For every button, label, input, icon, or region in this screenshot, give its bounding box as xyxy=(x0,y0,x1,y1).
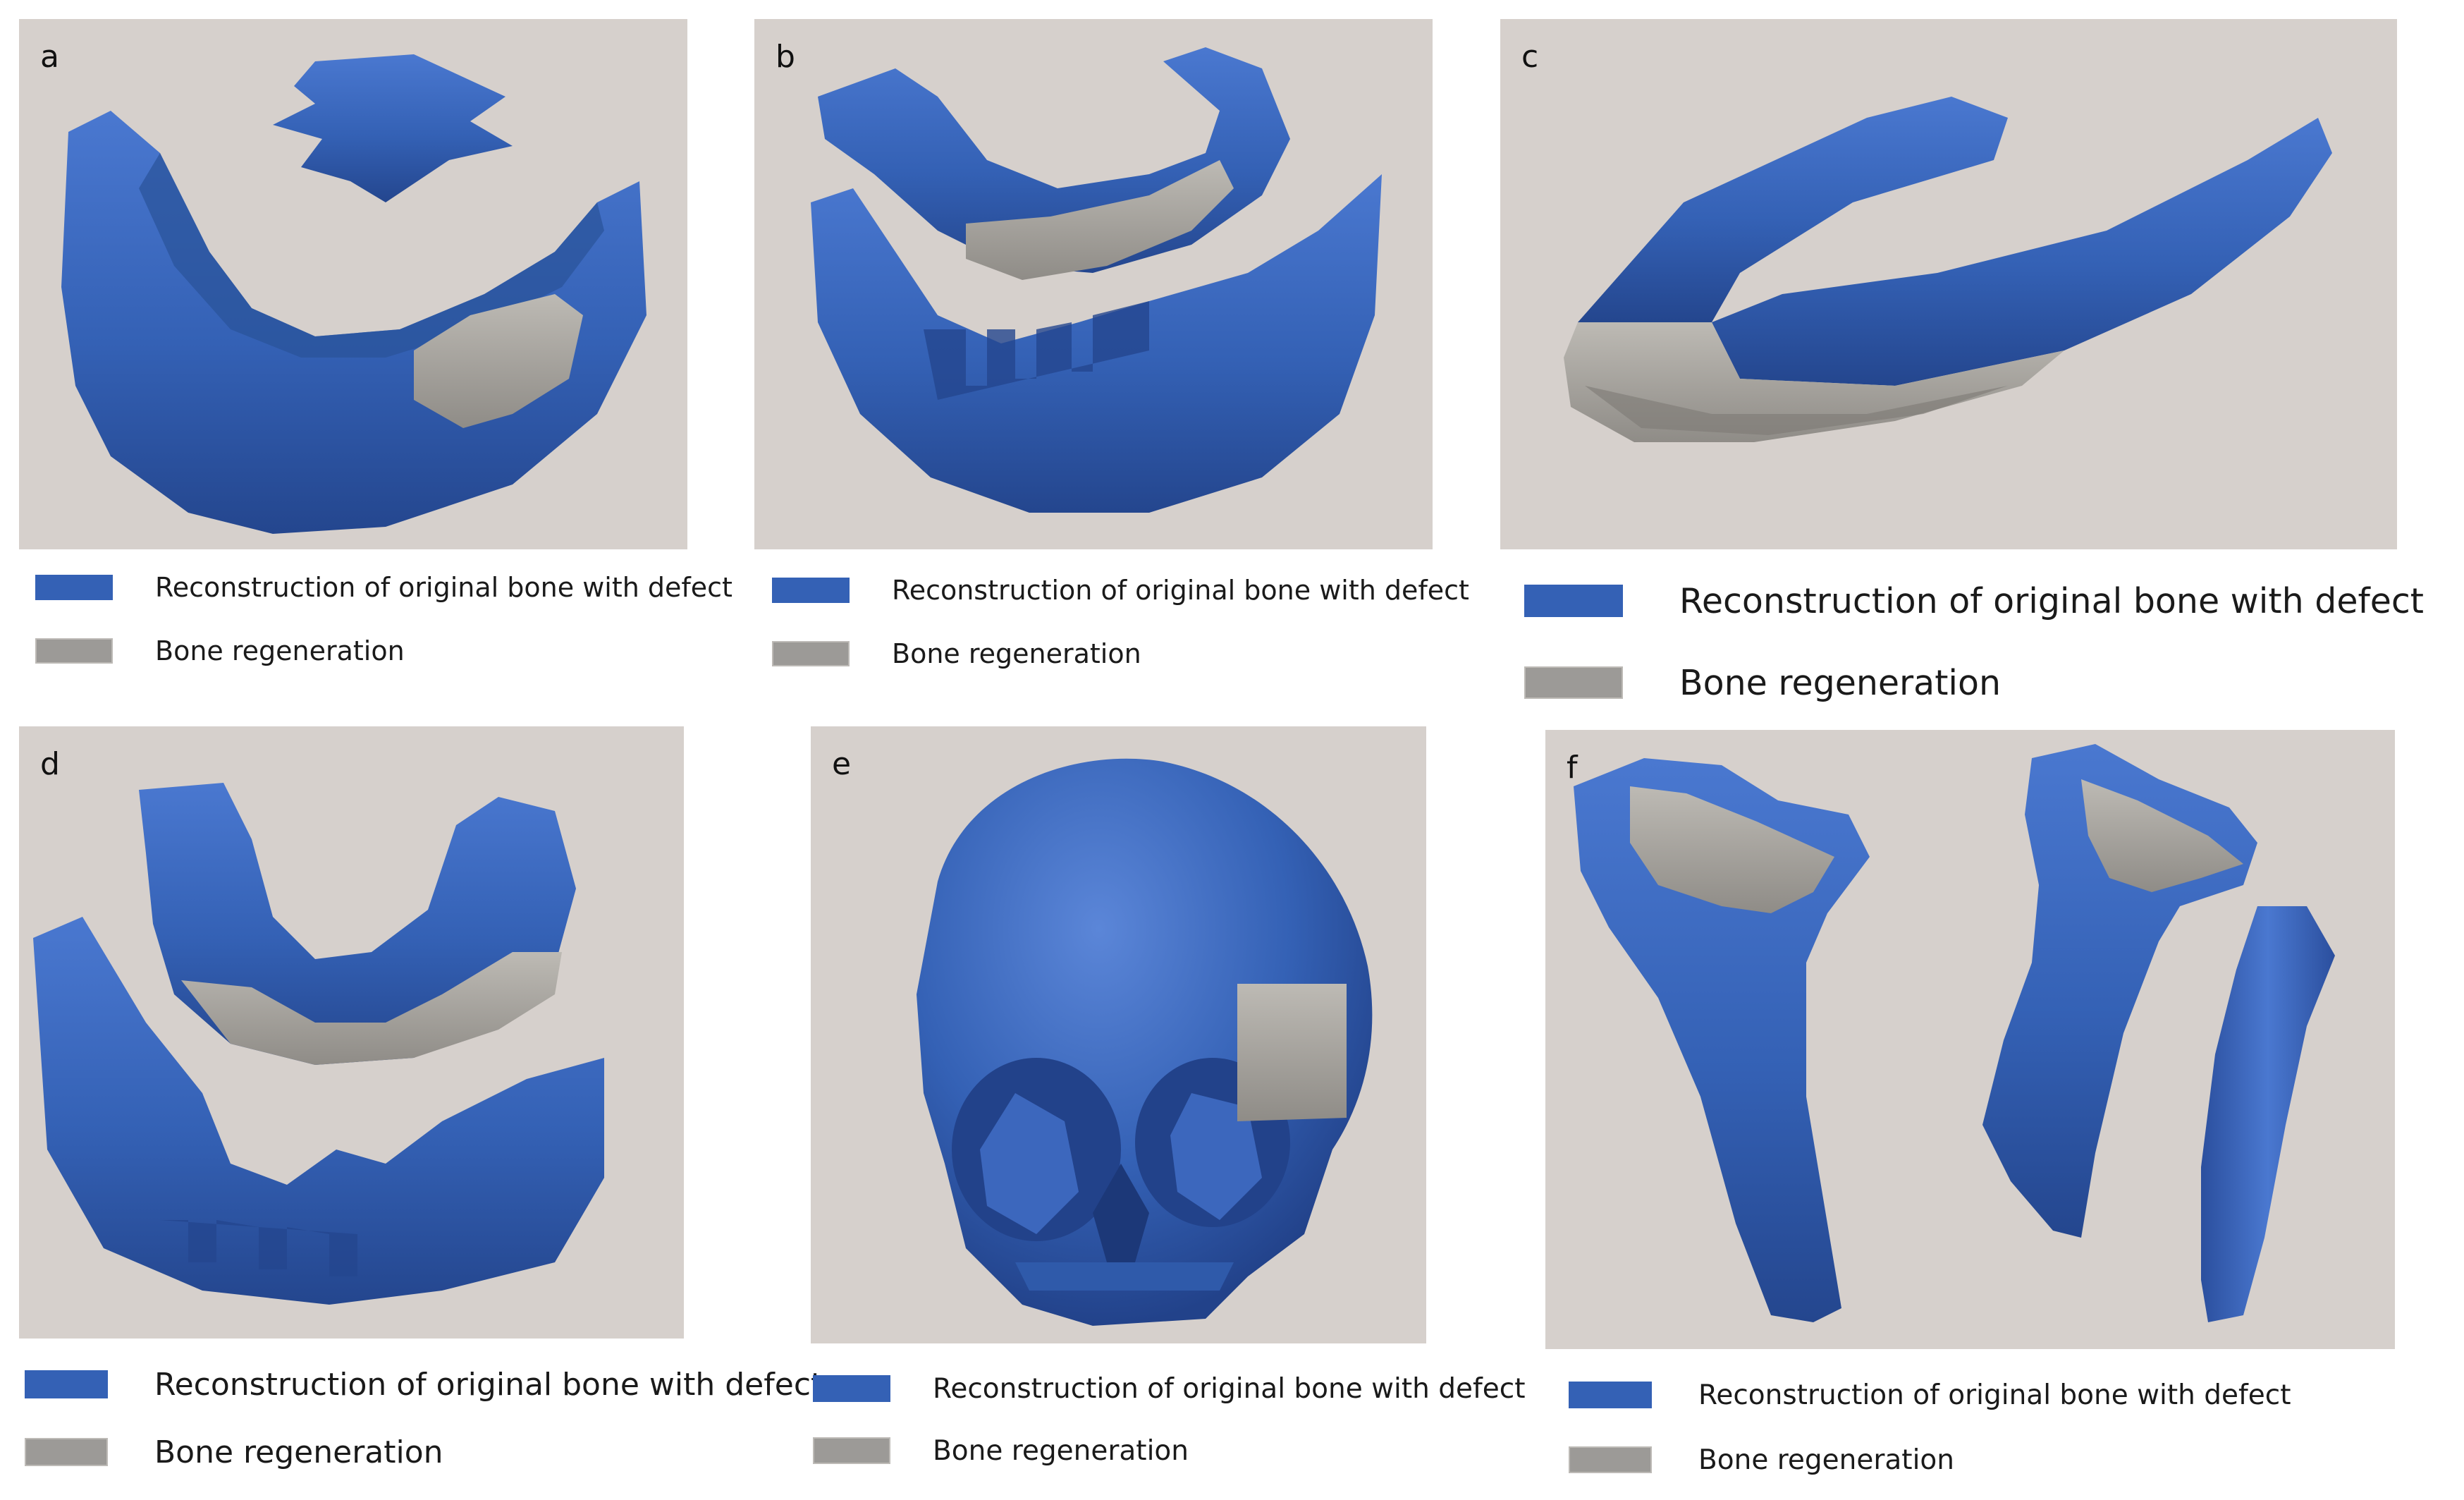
legend-label-original-bone: Reconstruction of original bone with def… xyxy=(155,572,733,603)
panel-b-image: b xyxy=(754,19,1433,549)
panel-d-legend: Reconstruction of original bone with def… xyxy=(25,1365,823,1484)
tibia-models-f xyxy=(1574,744,2335,1322)
legend-label-bone-regeneration: Bone regeneration xyxy=(1679,662,2002,703)
panel-d-letter: d xyxy=(40,746,60,782)
mandible-model-c xyxy=(1564,97,2332,442)
gray-legend-swatch xyxy=(25,1438,108,1466)
skull-model-e xyxy=(917,758,1373,1326)
blue-legend-swatch xyxy=(813,1375,890,1402)
mandible-model-b xyxy=(811,47,1382,513)
panel-a-letter: a xyxy=(40,39,59,75)
panel-c-letter: c xyxy=(1521,39,1539,75)
panel-e-legend: Reconstruction of original bone with def… xyxy=(813,1370,1526,1476)
legend-label-original-bone: Reconstruction of original bone with def… xyxy=(892,575,1469,606)
legend-label-bone-regeneration: Bone regeneration xyxy=(1698,1444,1954,1476)
panel-a-legend: Reconstruction of original bone with def… xyxy=(35,570,740,676)
panel-b-legend: Reconstruction of original bone with def… xyxy=(772,573,1477,678)
legend-label-bone-regeneration: Bone regeneration xyxy=(933,1434,1189,1467)
gray-legend-swatch xyxy=(813,1437,890,1464)
legend-label-bone-regeneration: Bone regeneration xyxy=(892,638,1141,669)
legend-label-original-bone: Reconstruction of original bone with def… xyxy=(1698,1379,2291,1411)
panel-c-image: c xyxy=(1500,19,2397,549)
legend-label-original-bone: Reconstruction of original bone with def… xyxy=(154,1366,823,1403)
panel-e-image: e xyxy=(811,726,1426,1343)
panel-c-legend: Reconstruction of original bone with def… xyxy=(1524,580,2455,707)
gray-legend-swatch xyxy=(772,641,850,666)
panel-d-image: d xyxy=(19,726,684,1339)
legend-label-bone-regeneration: Bone regeneration xyxy=(154,1434,443,1470)
panel-e-letter: e xyxy=(832,746,852,782)
legend-label-original-bone: Reconstruction of original bone with def… xyxy=(1679,580,2425,621)
panel-f-letter: f xyxy=(1567,750,1578,786)
blue-legend-swatch xyxy=(1524,585,1623,617)
panel-f-legend: Reconstruction of original bone with def… xyxy=(1569,1377,2415,1489)
blue-legend-swatch xyxy=(1569,1382,1652,1408)
panel-f-image: f xyxy=(1545,730,2395,1349)
blue-legend-swatch xyxy=(772,578,850,603)
maxilla-mandible-model-d xyxy=(33,783,604,1305)
gray-legend-swatch xyxy=(1569,1446,1652,1473)
blue-legend-swatch xyxy=(35,575,113,600)
blue-legend-swatch xyxy=(25,1370,108,1398)
legend-label-original-bone: Reconstruction of original bone with def… xyxy=(933,1372,1526,1405)
panel-a-image: a xyxy=(19,19,687,549)
gray-legend-swatch xyxy=(1524,666,1623,699)
legend-label-bone-regeneration: Bone regeneration xyxy=(155,635,405,666)
panel-b-letter: b xyxy=(776,39,795,75)
gray-legend-swatch xyxy=(35,638,113,664)
mandible-model-a xyxy=(61,54,646,534)
